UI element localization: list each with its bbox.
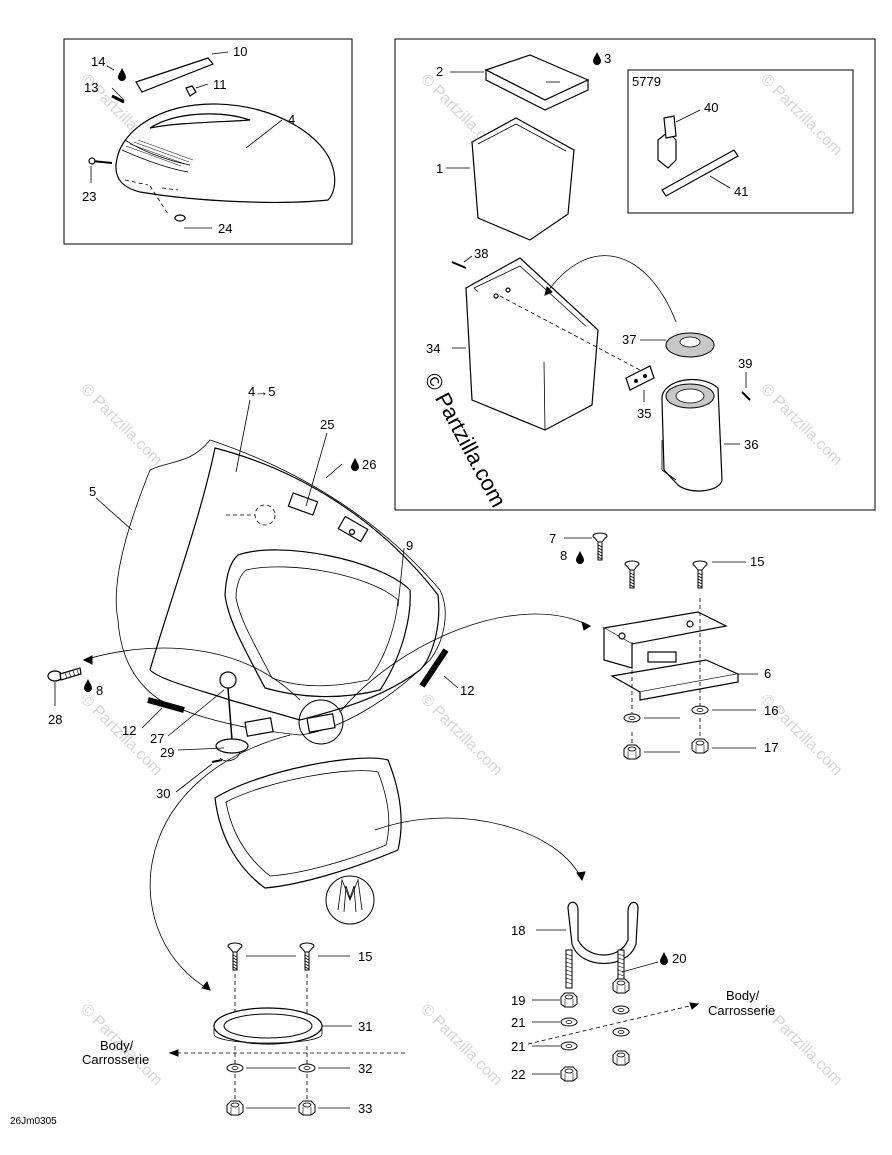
body-label-left-2: Carrosserie: [82, 1052, 149, 1067]
callout-29: 29: [160, 745, 174, 760]
callout-26: 26: [362, 457, 376, 472]
callout-17: 17: [764, 740, 778, 755]
callout-33: 33: [358, 1101, 372, 1116]
callout-35: 35: [637, 406, 651, 421]
callout-27: 27: [150, 731, 164, 746]
callout-38: 38: [474, 246, 488, 261]
tool-rod: [661, 149, 739, 197]
callout-9: 9: [406, 538, 413, 553]
watermark-4: © Partzilla.com: [77, 381, 165, 469]
callout-24: 24: [218, 221, 232, 236]
callout-10: 10: [233, 44, 247, 59]
callout-32: 32: [358, 1061, 372, 1076]
watermark-7: © Partzilla.com: [417, 691, 505, 779]
hood-detail-box: 14 13 10 11 4 23 24: [63, 38, 353, 245]
windshield-strip: [135, 57, 214, 93]
callout-2: 2: [436, 64, 443, 79]
screw-28: 28 8: [47, 667, 103, 727]
lower-frame: [214, 757, 402, 889]
body-label-right-2: Carrosserie: [708, 1003, 775, 1018]
callout-8-left: 8: [96, 683, 103, 698]
callout-41: 41: [734, 184, 748, 199]
callout-19: 19: [511, 993, 525, 1008]
callout-12-left: 12: [122, 723, 136, 738]
callout-21-b: 21: [511, 1039, 525, 1054]
u-bolt-assembly: 18 20 19 21 21 22 Body/ Carrosserie: [511, 901, 775, 1082]
body-label-right-1: Body/: [726, 988, 760, 1003]
callout-39: 39: [738, 356, 752, 371]
callout-3: 3: [604, 51, 611, 66]
windshield-assembly: 5 4→5 25 26 9 12 12 27 29 30: [82, 384, 591, 991]
lock-body: [661, 378, 723, 492]
callout-7: 7: [549, 531, 556, 546]
callout-4to5: 4→5: [248, 384, 275, 399]
callout-13: 13: [84, 80, 98, 95]
callout-34: 34: [426, 341, 440, 356]
watermark-3: © Partzilla.com: [757, 71, 845, 159]
body-label-left-1: Body/: [100, 1038, 134, 1053]
callout-8-right: 8: [560, 548, 567, 563]
callout-20: 20: [672, 951, 686, 966]
watermark-5: © Partzilla.com: [757, 381, 845, 469]
ring-fastener-assembly: 15 31 32 33 Body/ Carrosserie 26Jm0305: [10, 942, 408, 1127]
storage-bin-box: 5779 40 41 2 3 1 38 34 37 39 35 36: [394, 38, 876, 511]
callout-36: 36: [744, 437, 758, 452]
callout-12-right: 12: [460, 683, 474, 698]
callout-16: 16: [764, 703, 778, 718]
callout-1: 1: [436, 161, 443, 176]
figure-code: 26Jm0305: [10, 1116, 57, 1127]
windshield-window: [224, 549, 411, 698]
callout-5: 5: [89, 484, 96, 499]
callout-23: 23: [82, 189, 96, 204]
callout-15-right: 15: [750, 554, 764, 569]
tool-box-label: 5779: [632, 74, 661, 89]
callout-18: 18: [511, 923, 525, 938]
u-bolt: [567, 901, 639, 964]
callout-22: 22: [511, 1067, 525, 1082]
hood: [115, 103, 336, 203]
windshield-seal: [115, 439, 446, 736]
callout-28: 28: [48, 712, 62, 727]
callout-11: 11: [213, 77, 227, 92]
callout-4: 4: [288, 112, 295, 127]
hinge-assembly: 7 8 15 6 16 17: [549, 531, 778, 760]
watermark-10: © Partzilla.com: [417, 1001, 505, 1089]
callout-37: 37: [622, 332, 636, 347]
callout-6: 6: [764, 666, 771, 681]
callout-30: 30: [156, 786, 170, 801]
callout-15-bottom: 15: [358, 949, 372, 964]
callout-25: 25: [320, 417, 334, 432]
callout-21-a: 21: [511, 1015, 525, 1030]
callout-31: 31: [358, 1019, 372, 1034]
callout-40: 40: [704, 100, 718, 115]
callout-14: 14: [91, 54, 105, 69]
